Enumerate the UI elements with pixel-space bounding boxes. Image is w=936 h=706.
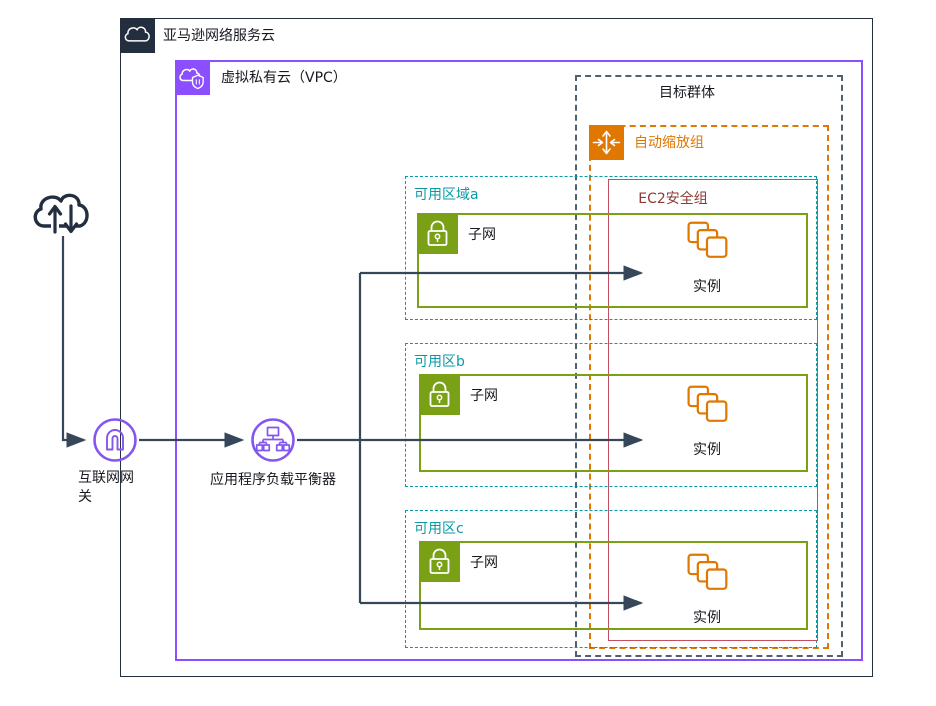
subnet-c-box [419,541,808,630]
vpc-icon [175,60,210,95]
auto-scaling-group-label: 自动缩放组 [634,135,704,151]
vpc-group-box [175,60,863,661]
availability-zone-b-box [405,343,817,487]
auto-scaling-group-box [589,125,829,649]
internet-cloud-icon [28,182,100,240]
subnet-c-label: 子网 [470,555,498,571]
availability-zone-c-label: 可用区c [414,521,464,537]
ec2-security-group-label: EC2安全组 [638,191,708,207]
subnet-b-box [419,374,808,472]
instance-icon [684,220,730,266]
instance-b-label: 实例 [693,442,721,458]
aws-cloud-group-box [120,18,873,677]
subnet-lock-icon [417,213,458,254]
auto-scaling-icon [589,125,624,160]
availability-zone-a-box [405,176,817,320]
availability-zone-b-label: 可用区b [414,354,465,370]
availability-zone-c-box [405,510,817,648]
internet-gateway-icon [92,417,138,463]
load-balancer-icon [250,417,296,463]
internet-gateway-label: 互联网网关 [78,470,134,505]
subnet-a-label: 子网 [468,227,496,243]
instance-a-label: 实例 [693,279,721,295]
subnet-a-box [417,213,808,308]
subnet-lock-icon [419,541,460,582]
availability-zone-a-label: 可用区域a [414,187,479,203]
aws-cloud-label: 亚马逊网络服务云 [163,28,275,44]
subnet-b-label: 子网 [470,388,498,404]
instance-icon [684,384,730,430]
instance-icon [684,552,730,598]
instance-c-label: 实例 [693,610,721,626]
ec2-security-group-box [608,179,818,641]
aws-cloud-icon [120,18,155,53]
load-balancer-label: 应用程序负载平衡器 [210,472,336,488]
target-group-box [575,75,843,657]
target-group-label: 目标群体 [659,85,715,101]
subnet-lock-icon [419,374,460,415]
vpc-label: 虚拟私有云（VPC） [221,70,347,86]
